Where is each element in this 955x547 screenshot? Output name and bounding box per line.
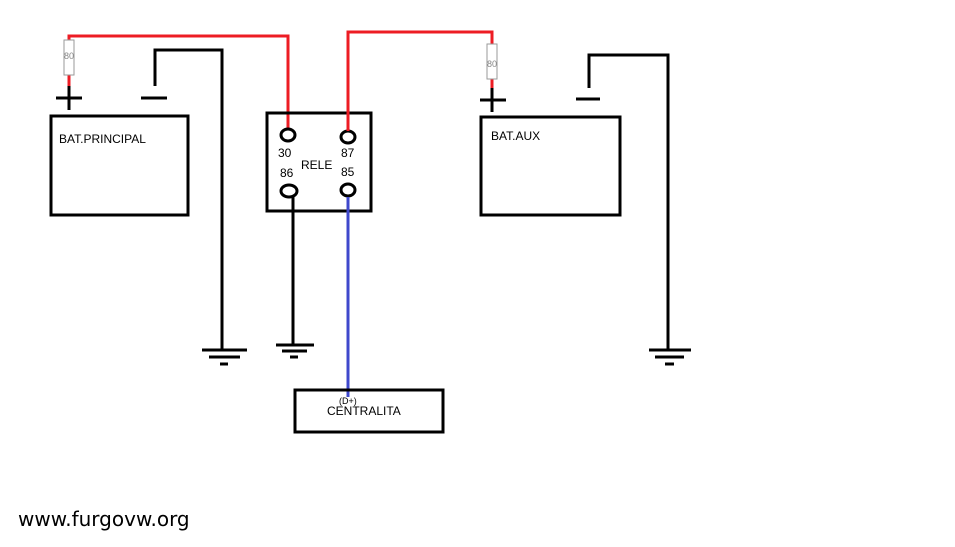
ground-icon <box>276 343 314 359</box>
relay-pin-87-label: 87 <box>341 146 355 160</box>
relay-body <box>265 111 373 213</box>
relay-pin-85-label: 85 <box>341 165 355 179</box>
battery-principal-ground-wire <box>153 48 224 350</box>
battery-principal: BAT.PRINCIPAL <box>49 86 190 217</box>
ecu-terminal-label: (D+) <box>339 396 357 406</box>
fuse-principal-icon: 80 <box>63 39 75 76</box>
ecu-label: CENTRALITA <box>327 404 401 418</box>
relay-pin-30-icon <box>279 127 297 143</box>
battery-principal-label: BAT.PRINCIPAL <box>59 132 146 146</box>
relay-label: RELE <box>301 158 332 172</box>
ground-icon <box>202 348 247 366</box>
watermark: www.furgovw.org <box>18 507 190 531</box>
fuse-aux-icon: 80 <box>486 43 498 80</box>
battery-aux: BAT.AUX <box>479 88 622 217</box>
battery-aux-ground-wire <box>587 53 670 350</box>
relay-pin-85-icon <box>339 182 357 198</box>
fuse-aux-label: 80 <box>487 59 497 69</box>
relay: RELE 30 87 86 85 <box>265 111 373 213</box>
battery-principal-plus-icon <box>56 86 82 110</box>
fuse-principal-label: 80 <box>64 51 74 61</box>
battery-aux-label: BAT.AUX <box>491 129 540 143</box>
battery-aux-body <box>479 115 622 217</box>
relay-pin-87-icon <box>339 129 357 145</box>
ecu-centralita: (D+) CENTRALITA <box>293 388 445 434</box>
relay-pin-30-label: 30 <box>278 146 292 160</box>
ground-icon <box>649 348 691 366</box>
ecu-body <box>293 388 445 434</box>
relay-pin-86-label: 86 <box>280 166 294 180</box>
battery-principal-body <box>49 114 190 217</box>
relay-pin-86-icon <box>279 183 299 199</box>
battery-aux-plus-icon <box>480 88 506 112</box>
